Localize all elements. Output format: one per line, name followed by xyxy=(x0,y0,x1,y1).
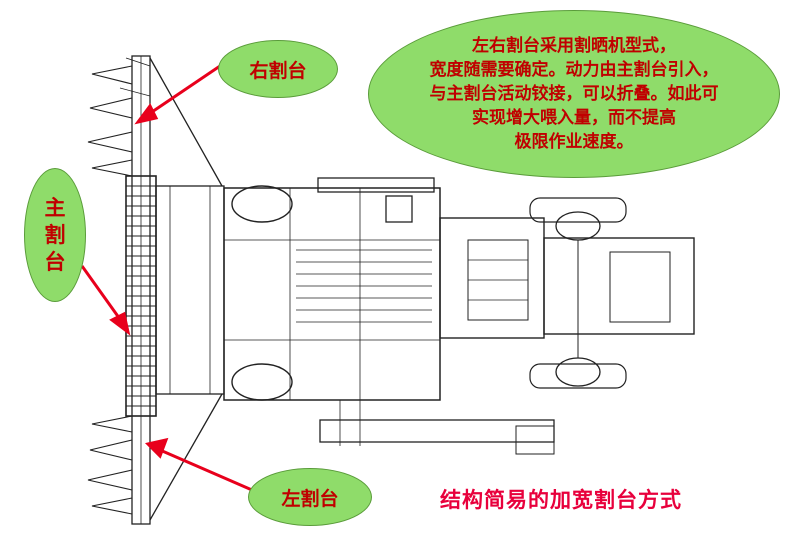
unloading-auger xyxy=(319,419,555,443)
right-header-label: 右割台 xyxy=(218,40,338,98)
arrow-main-header xyxy=(80,265,124,323)
left-header-text: 左割台 xyxy=(281,487,339,510)
main-header-char-1: 主 xyxy=(44,195,66,220)
main-header-char-2: 割 xyxy=(44,222,66,247)
description-bubble: 左右割台采用割晒机型式， 宽度随需要确定。动力由主割台引入， 与主割台活动铰接，… xyxy=(368,10,780,178)
main-header-char-3: 台 xyxy=(44,249,66,274)
description-text: 左右割台采用割晒机型式， 宽度随需要确定。动力由主割台引入， 与主割台活动铰接，… xyxy=(429,36,719,152)
right-header-text: 右割台 xyxy=(249,59,307,82)
arrow-left-header xyxy=(159,448,253,492)
left-header-label: 左割台 xyxy=(248,468,372,526)
main-header-label: 主 割 台 xyxy=(24,168,86,302)
arrow-right-header xyxy=(145,64,221,118)
harvester-body xyxy=(223,187,441,401)
diagram-caption: 结构简易的加宽割台方式 xyxy=(440,488,682,512)
